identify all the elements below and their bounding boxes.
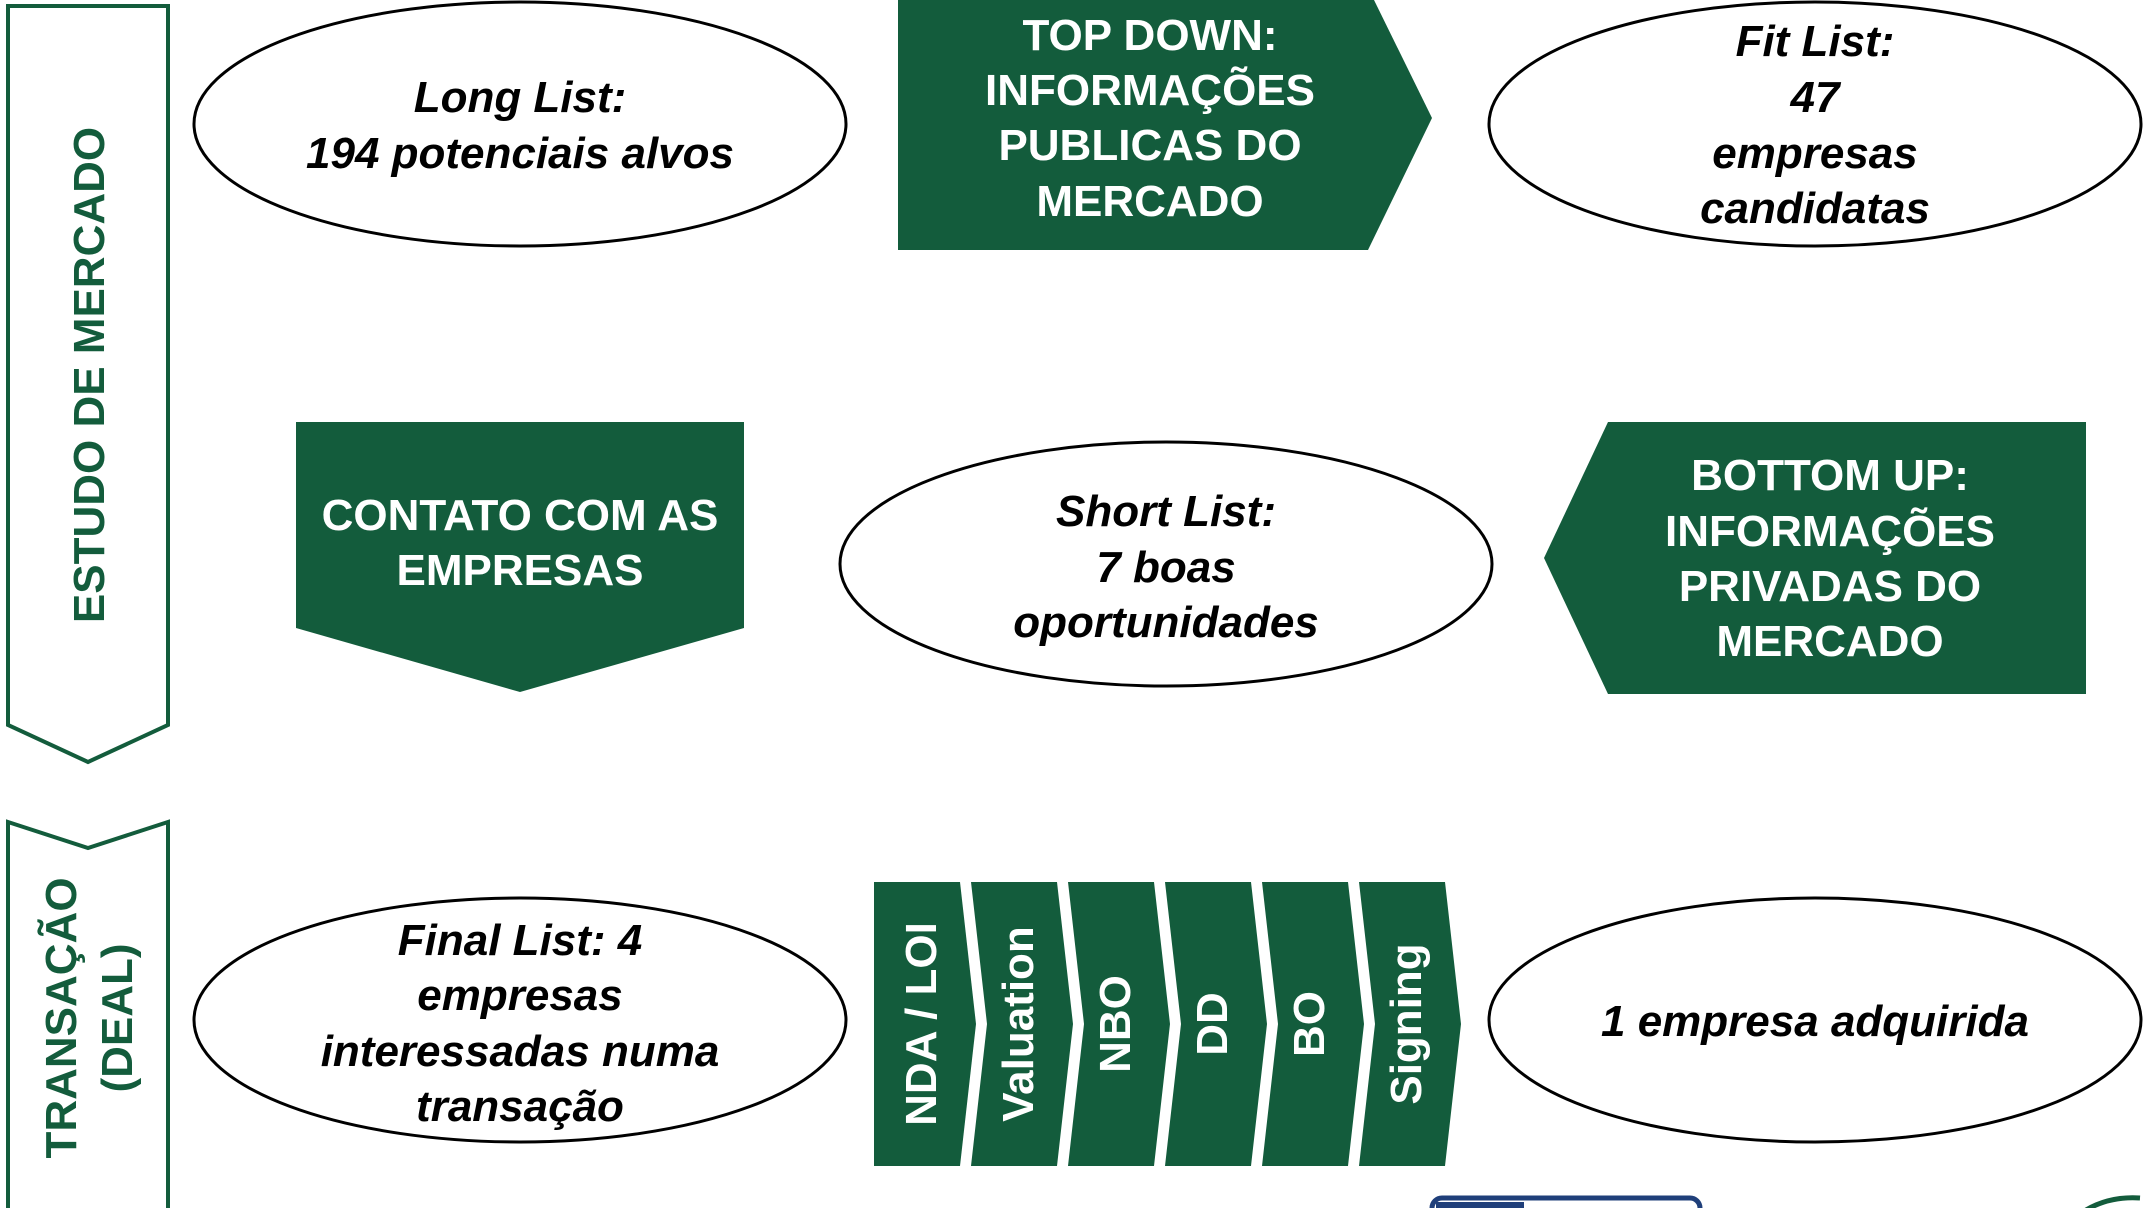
contato-arrow-box: [296, 422, 744, 692]
short-list-line2: 7 boas: [1096, 543, 1235, 592]
final-list-title: Final List: 4: [398, 916, 642, 965]
bottom-up-line2: INFORMAÇÕES: [1665, 506, 1995, 556]
step-chevron-bo: [1262, 882, 1364, 1166]
fit-list-ellipse: [1487, 0, 2143, 248]
partial-corner-mark: [2084, 1195, 2141, 1208]
step-chevron-nda-loi: [874, 882, 976, 1166]
market-study-label: ESTUDO DE MERCADO: [65, 127, 114, 623]
step-label-nbo: NBO: [1091, 975, 1140, 1073]
bottom-up-arrow-box: [1544, 422, 2086, 694]
contato-line2: EMPRESAS: [397, 546, 644, 595]
short-list-ellipse: [838, 440, 1494, 688]
bottom-up-line4: MERCADO: [1716, 617, 1943, 666]
deal-label-line1: TRANSAÇÃO: [36, 877, 86, 1158]
deal-label-line2: (DEAL): [93, 943, 142, 1092]
step-chevron-nbo: [1068, 882, 1170, 1166]
step-label-signing: Signing: [1382, 943, 1431, 1104]
market-study-section-arrow: [6, 4, 170, 765]
final-list-line3: interessadas numa: [321, 1027, 720, 1076]
step-chevron-valuation: [971, 882, 1073, 1166]
deal-section-arrow: [6, 819, 170, 1208]
fit-list-title: Fit List:: [1736, 17, 1895, 66]
short-list-line3: oportunidades: [1013, 598, 1319, 647]
top-down-line2: INFORMAÇÕES: [985, 65, 1315, 115]
final-list-line2: empresas: [417, 971, 622, 1020]
long-list-ellipse: [192, 0, 848, 248]
final-list-line4: transação: [416, 1082, 624, 1131]
top-down-line4: MERCADO: [1036, 177, 1263, 226]
top-down-line3: PUBLICAS DO: [998, 121, 1301, 170]
partial-logo-fill: [1436, 1202, 1524, 1208]
long-list-count: 194 potenciais alvos: [306, 129, 734, 178]
contato-line1: CONTATO COM AS: [322, 491, 719, 540]
fit-list-line3: empresas: [1712, 129, 1917, 178]
step-label-valuation: Valuation: [994, 926, 1043, 1122]
step-chevron-dd: [1165, 882, 1267, 1166]
acquired-ellipse: [1487, 896, 2143, 1144]
top-down-arrow-box: [898, 0, 1432, 250]
step-label-dd: DD: [1188, 992, 1237, 1056]
bottom-up-line1: BOTTOM UP:: [1691, 451, 1969, 500]
deal-steps-chevrons: NDA / LOI Valuation NBO DD BO Signing: [874, 882, 1461, 1166]
fit-list-count: 47: [1790, 73, 1842, 122]
fit-list-line4: candidatas: [1700, 184, 1930, 233]
long-list-title: Long List:: [414, 73, 627, 122]
final-list-ellipse: [192, 896, 848, 1144]
top-down-line1: TOP DOWN:: [1022, 11, 1277, 60]
step-label-bo: BO: [1285, 991, 1334, 1057]
bottom-up-line3: PRIVADAS DO: [1679, 562, 1981, 611]
step-chevron-signing: [1359, 882, 1461, 1166]
step-label-nda-loi: NDA / LOI: [897, 922, 946, 1126]
short-list-title: Short List:: [1056, 487, 1276, 536]
acquired-text: 1 empresa adquirida: [1601, 997, 2029, 1046]
